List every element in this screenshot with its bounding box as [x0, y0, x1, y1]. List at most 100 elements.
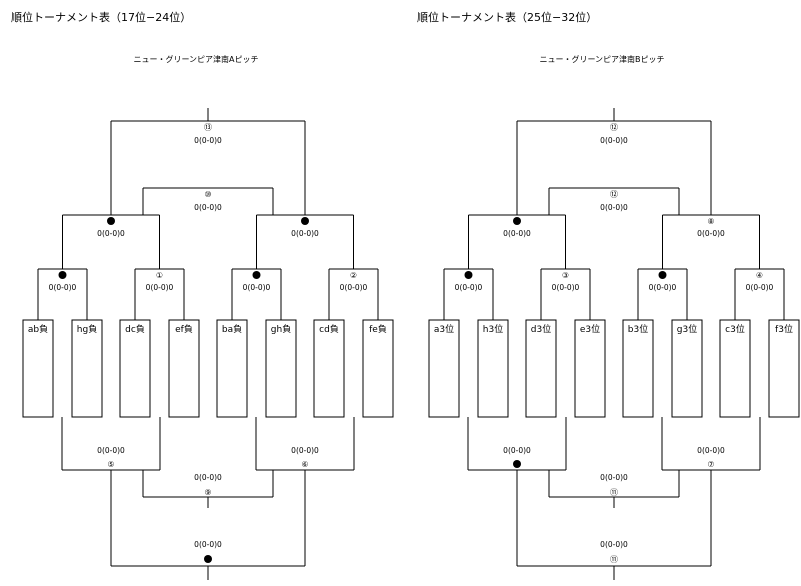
match-marker-disc — [301, 217, 309, 225]
match-score: 0(0-0)0 — [291, 446, 319, 455]
match-marker: ❶ — [58, 271, 67, 280]
match-score: 0(0-0)0 — [291, 229, 319, 238]
match-marker-number: ❹ — [659, 271, 666, 280]
match-marker: ❼ — [513, 460, 521, 469]
match-marker: ❺ — [107, 217, 115, 226]
venue-label: ニュー・グリーンピア津南Bピッチ — [539, 54, 664, 64]
team-box — [477, 319, 509, 418]
team-box — [216, 319, 248, 418]
match-marker: ❹ — [658, 271, 667, 280]
team-box — [428, 319, 460, 418]
match-score: 0(0-0)0 — [49, 283, 77, 292]
team-name: dc負 — [125, 323, 145, 335]
team-name: g3位 — [677, 323, 697, 335]
match-marker: ❷ — [252, 271, 261, 280]
team-name: e3位 — [580, 323, 600, 335]
team-box — [22, 319, 54, 418]
match-score: 0(0-0)0 — [194, 540, 222, 549]
match-marker-number: ❾ — [204, 555, 211, 564]
match-score: 0(0-0)0 — [600, 136, 628, 145]
match-marker-disc — [107, 217, 115, 225]
match-marker-number: ❶ — [59, 271, 66, 280]
match-score: 0(0-0)0 — [194, 203, 222, 212]
left-bracket: 順位トーナメント表（17位−24位） ニュー・グリーンピア津南Aピッチ ab負 hg負… — [11, 10, 394, 580]
team-box — [313, 319, 345, 418]
team-box — [362, 319, 394, 418]
team-name: h3位 — [483, 323, 503, 335]
team-name: ba負 — [222, 323, 242, 335]
match-marker: ④ — [756, 271, 763, 280]
match-score: 0(0-0)0 — [243, 283, 271, 292]
team-name: d3位 — [531, 323, 551, 335]
team-name: cd負 — [319, 323, 339, 335]
match-marker-disc — [464, 271, 473, 279]
match-marker: ⑪ — [610, 488, 618, 497]
match-score: 0(0-0)0 — [340, 283, 368, 292]
team-name: b3位 — [628, 323, 648, 335]
match-marker-disc — [204, 555, 212, 563]
match-score: 0(0-0)0 — [503, 229, 531, 238]
team-box — [168, 319, 200, 418]
match-marker-disc — [513, 217, 521, 225]
match-marker: ❻ — [301, 217, 309, 226]
team-box — [768, 319, 800, 418]
match-score: 0(0-0)0 — [552, 283, 580, 292]
match-marker-number: ❸ — [465, 271, 472, 280]
match-score: 0(0-0)0 — [600, 203, 628, 212]
match-marker: ⑤ — [107, 460, 114, 469]
match-marker-disc — [58, 271, 67, 279]
match-marker-disc — [252, 271, 261, 279]
team-name: gh負 — [271, 323, 291, 335]
match-marker: ⑨ — [204, 488, 211, 497]
match-marker: ❸ — [464, 271, 473, 280]
match-marker: ❾ — [204, 555, 212, 564]
match-marker-number: ❽ — [513, 217, 520, 226]
match-score: 0(0-0)0 — [194, 473, 222, 482]
venue-label: ニュー・グリーンピア津南Aピッチ — [133, 54, 258, 64]
match-marker: ⑬ — [204, 123, 212, 132]
team-name: hg負 — [77, 323, 97, 335]
match-marker-disc — [513, 460, 521, 468]
match-marker: ⑪ — [610, 555, 618, 564]
match-score: 0(0-0)0 — [746, 283, 774, 292]
match-marker: ③ — [562, 271, 569, 280]
match-score: 0(0-0)0 — [146, 283, 174, 292]
match-marker: ⑩ — [204, 190, 211, 199]
team-name: ab負 — [28, 323, 48, 335]
match-marker: ⑧ — [707, 217, 714, 226]
team-box — [671, 319, 703, 418]
bracket-title: 順位トーナメント表（17位−24位） — [11, 10, 191, 24]
team-box — [719, 319, 751, 418]
match-score: 0(0-0)0 — [649, 283, 677, 292]
match-marker: ⑫ — [610, 190, 618, 199]
match-marker: ❽ — [513, 217, 521, 226]
match-marker: ① — [156, 271, 163, 280]
match-score: 0(0-0)0 — [697, 229, 725, 238]
team-name: fe負 — [369, 323, 387, 335]
right-bracket: 順位トーナメント表（25位−32位） ニュー・グリーンピア津南Bピッチ a3位 h3位… — [417, 10, 800, 580]
bracket-title: 順位トーナメント表（25位−32位） — [417, 10, 597, 24]
match-marker-number: ❷ — [253, 271, 260, 280]
match-marker-number: ❻ — [301, 217, 308, 226]
match-marker: ⑥ — [301, 460, 308, 469]
match-marker: ⑫ — [610, 123, 618, 132]
match-marker: ⑦ — [707, 460, 714, 469]
match-marker-number: ❺ — [107, 217, 114, 226]
team-name: f3位 — [775, 323, 793, 335]
team-name: c3位 — [725, 323, 745, 335]
match-score: 0(0-0)0 — [97, 446, 125, 455]
match-score: 0(0-0)0 — [600, 540, 628, 549]
team-box — [265, 319, 297, 418]
match-marker-disc — [658, 271, 667, 279]
team-box — [574, 319, 606, 418]
match-marker: ② — [350, 271, 357, 280]
match-score: 0(0-0)0 — [194, 136, 222, 145]
team-name: a3位 — [434, 323, 454, 335]
match-score: 0(0-0)0 — [503, 446, 531, 455]
match-score: 0(0-0)0 — [97, 229, 125, 238]
team-box — [71, 319, 103, 418]
match-score: 0(0-0)0 — [600, 473, 628, 482]
team-name: ef負 — [175, 323, 193, 335]
team-box — [525, 319, 557, 418]
